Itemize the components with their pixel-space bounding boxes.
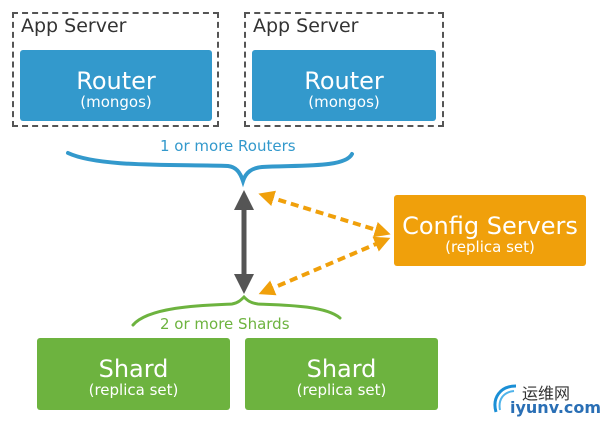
config-subtitle: (replica set): [445, 238, 535, 256]
config-shard-arrow: [258, 236, 391, 296]
config-title: Config Servers: [402, 212, 578, 240]
shards-brace: [131, 294, 342, 327]
router-box-2: Router (mongos): [252, 50, 436, 121]
app-server-2: App Server Router (mongos): [244, 12, 444, 127]
shard-subtitle: (replica set): [88, 381, 179, 399]
app-server-label: App Server: [253, 15, 359, 37]
shard-subtitle: (replica set): [296, 381, 387, 399]
router-subtitle: (mongos): [80, 93, 152, 111]
shard-title: Shard: [98, 355, 169, 383]
routers-brace: [66, 151, 354, 188]
watermark-chinese: 运维网: [522, 384, 571, 403]
routers-caption: 1 or more Routers: [160, 137, 296, 155]
router-title: Router: [304, 67, 384, 95]
router-subtitle: (mongos): [308, 93, 380, 111]
config-servers-box: Config Servers (replica set): [394, 195, 586, 266]
shard-title: Shard: [306, 355, 377, 383]
watermark-domain: iyunv.com: [510, 398, 600, 417]
watermark-logo: 运维网 iyunv.com: [490, 380, 600, 420]
shard-box-1: Shard (replica set): [37, 338, 230, 410]
router-title: Router: [76, 67, 156, 95]
config-router-arrow: [258, 190, 391, 238]
shards-caption: 2 or more Shards: [160, 315, 290, 333]
shard-box-2: Shard (replica set): [245, 338, 438, 410]
swirl-icon: [493, 384, 517, 413]
app-server-label: App Server: [21, 15, 127, 37]
app-server-1: App Server Router (mongos): [12, 12, 219, 127]
router-box-1: Router (mongos): [20, 50, 212, 121]
